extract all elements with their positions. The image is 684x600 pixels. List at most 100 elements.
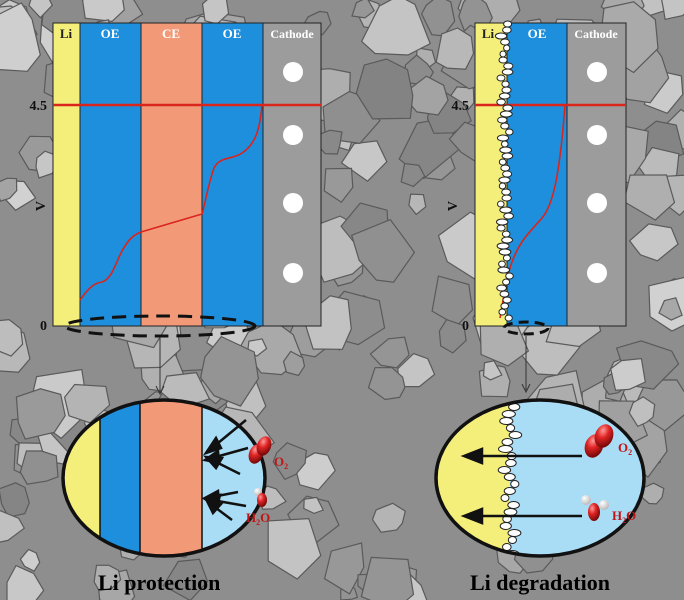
dendrite-bead [498, 182, 507, 190]
dendrite-bead [499, 206, 513, 214]
sem-grain [6, 564, 45, 600]
dendrite-bead [502, 26, 512, 34]
right-y-tick-top: 4.5 [452, 99, 470, 114]
sem-grain [323, 542, 365, 595]
dendrite-bead [500, 38, 510, 46]
dendrite-bead [507, 536, 518, 544]
dendrite-bead [505, 424, 516, 432]
sem-grain [367, 366, 406, 401]
left-y-tick-top: 4.5 [30, 99, 48, 114]
left-h2o-label: H2O [246, 510, 270, 527]
left-o2-molecule [248, 436, 272, 464]
sem-grain [323, 167, 354, 204]
dendrite-bead [499, 146, 513, 154]
dendrite-bead [496, 218, 509, 226]
right-caption: Li degradation [470, 570, 610, 595]
left-cathode-dot [283, 193, 303, 213]
dendrite-bead [500, 164, 511, 172]
right-panel: Li OE Cathode 4.5 0 V [434, 20, 646, 558]
sem-grain [93, 564, 122, 592]
dendrite-bead [499, 417, 514, 425]
sem-grain [351, 0, 375, 19]
sem-grain [0, 482, 30, 518]
dendrite-bead [496, 284, 507, 292]
dendrite-bead [501, 230, 511, 238]
dendrite-bead [501, 86, 512, 94]
left-caption: Li protection [98, 570, 221, 595]
sem-grain [303, 496, 325, 515]
sem-grain [435, 27, 475, 70]
sem-grain [199, 335, 260, 407]
dendrite-bead [501, 438, 514, 446]
dendrite-bead [498, 158, 507, 166]
dendrite-bead [496, 98, 506, 106]
left-h2o-molecule [254, 488, 267, 507]
left-label-ce: CE [162, 26, 180, 41]
left-ce-layer [141, 23, 202, 326]
dendrite-bead [503, 508, 518, 516]
dendrite-bead [494, 32, 508, 40]
dendrite-bead [502, 296, 512, 304]
dendrite-bead [503, 62, 514, 70]
sem-grain [28, 0, 54, 19]
dendrite-bead [507, 529, 522, 537]
left-label-li: Li [60, 26, 73, 41]
dendrite-bead [501, 236, 514, 244]
left-zoom-view: O2 H2O [61, 398, 288, 558]
right-li-layer [475, 23, 507, 326]
sem-grain [15, 388, 66, 440]
dendrite-bead [498, 445, 513, 453]
dendrite-bead [498, 176, 511, 184]
dendrite-bead [497, 466, 512, 474]
dendrite-bead [501, 188, 512, 196]
left-potential-curve [79, 104, 263, 301]
right-y-tick-bottom: 0 [462, 319, 469, 334]
dendrite-bead [505, 459, 517, 467]
dendrite-bead [505, 272, 514, 280]
dendrite-bead [502, 254, 511, 262]
right-o2-label: O2 [618, 440, 632, 457]
dendrite-bead [501, 194, 512, 202]
dendrite-bead [497, 116, 508, 124]
right-h2o-label: H2O [612, 508, 636, 525]
sem-grain [0, 318, 24, 357]
dendrite-bead [501, 80, 510, 88]
dendrite-bead [510, 480, 520, 488]
left-panel: Li OE CE OE Cathode 4.5 0 V [30, 22, 322, 558]
sem-grain [661, 0, 684, 21]
dendrite-bead [498, 308, 507, 316]
dendrite-bead [498, 56, 508, 64]
sem-grain [628, 223, 679, 262]
dendrite-bead [501, 140, 509, 148]
sem-grain [267, 517, 322, 580]
sem-grain [19, 450, 59, 485]
dendrite-bead [504, 314, 513, 322]
dendrite-bead [500, 494, 510, 502]
dendrite-bead [503, 473, 516, 481]
dendrite-bead [505, 128, 514, 136]
sem-grain [369, 336, 410, 369]
dendrite-bead [503, 212, 514, 220]
sem-grain [81, 0, 125, 23]
sem-grain [438, 318, 467, 354]
left-magnifier-ellipse [63, 314, 257, 338]
right-cathode-dot [587, 263, 607, 283]
left-o2-label: O2 [274, 454, 288, 471]
sem-grain [0, 177, 18, 202]
sem-grain [623, 174, 676, 221]
left-li-layer [53, 23, 80, 326]
dendrite-bead [502, 278, 511, 286]
left-y-axis-label: V [34, 201, 49, 211]
sem-grain [350, 218, 416, 283]
sem-grain [162, 558, 209, 600]
dendrite-bead [508, 431, 523, 439]
sem-grain [355, 58, 414, 120]
dendrite-bead [503, 20, 513, 28]
right-y-axis-label: V [446, 201, 461, 211]
dendrite-bead [496, 74, 506, 82]
sem-grain [19, 548, 41, 572]
right-cathode-dot [587, 62, 607, 82]
right-cathode-dot [587, 193, 607, 213]
left-oe-layer-1 [80, 23, 141, 326]
